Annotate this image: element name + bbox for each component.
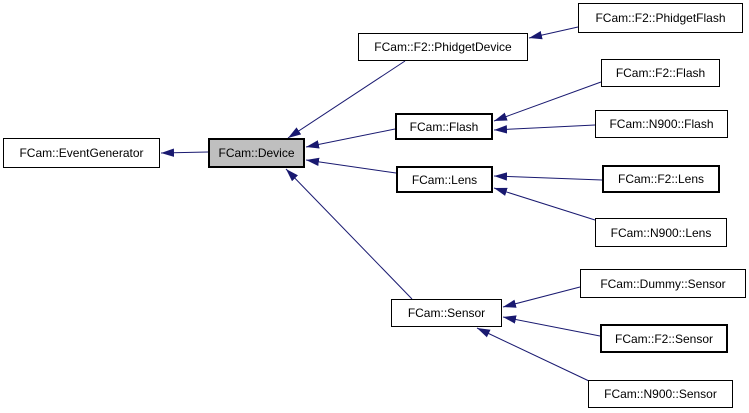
node-fcam-f2-phidgetflash[interactable]: FCam::F2::PhidgetFlash	[578, 3, 743, 33]
edge-phidgetflash-to-phidgetdevice	[528, 26, 579, 40]
edge-flash-to-device	[305, 128, 396, 149]
node-fcam-device: FCam::Device	[208, 138, 305, 168]
edge-dummysensor-to-sensor	[502, 286, 581, 308]
node-label: FCam::F2::Lens	[617, 172, 705, 186]
node-label: FCam::Lens	[411, 172, 478, 187]
node-label: FCam::N900::Sensor	[604, 387, 717, 401]
node-fcam-sensor[interactable]: FCam::Sensor	[391, 299, 502, 327]
node-fcam-n900-flash[interactable]: FCam::N900::Flash	[595, 110, 728, 138]
node-label: FCam::F2::PhidgetDevice	[374, 40, 512, 54]
node-fcam-f2-lens[interactable]: FCam::F2::Lens	[602, 165, 720, 193]
node-fcam-flash[interactable]: FCam::Flash	[395, 113, 493, 140]
node-fcam-n900-sensor[interactable]: FCam::N900::Sensor	[588, 380, 733, 408]
node-label: FCam::Device	[218, 146, 295, 160]
edge-f2lens-to-lens	[493, 172, 603, 181]
node-label: FCam::F2::Flash	[615, 66, 706, 80]
node-label: FCam::Sensor	[407, 306, 486, 320]
edge-n900sensor-to-sensor	[476, 327, 590, 382]
edge-lens-to-device	[305, 157, 397, 174]
edge-device-to-eventgenerator	[160, 148, 209, 157]
node-fcam-f2-phidgetdevice[interactable]: FCam::F2::PhidgetDevice	[358, 33, 528, 61]
node-label: FCam::F2::PhidgetFlash	[595, 11, 726, 25]
node-label: FCam::N900::Flash	[609, 117, 714, 131]
edge-phidgetdevice-to-device	[287, 60, 406, 139]
node-label: FCam::F2::Sensor	[614, 331, 714, 346]
node-label: FCam::Flash	[409, 119, 479, 134]
node-fcam-n900-lens[interactable]: FCam::N900::Lens	[595, 218, 727, 247]
edge-n900flash-to-flash	[493, 124, 596, 134]
node-label: FCam::N900::Lens	[610, 225, 712, 240]
edge-f2flash-to-flash	[493, 81, 602, 122]
node-label: FCam::Dummy::Sensor	[600, 276, 726, 291]
node-fcam-eventgenerator[interactable]: FCam::EventGenerator	[3, 138, 160, 168]
edge-f2sensor-to-sensor	[502, 315, 601, 337]
edge-n900lens-to-lens	[493, 187, 596, 221]
node-label: FCam::EventGenerator	[19, 146, 144, 160]
node-fcam-dummy-sensor[interactable]: FCam::Dummy::Sensor	[580, 269, 746, 298]
node-fcam-lens[interactable]: FCam::Lens	[396, 166, 493, 193]
node-fcam-f2-sensor[interactable]: FCam::F2::Sensor	[600, 324, 728, 353]
node-fcam-f2-flash[interactable]: FCam::F2::Flash	[601, 59, 720, 87]
edge-sensor-to-device	[285, 168, 413, 300]
